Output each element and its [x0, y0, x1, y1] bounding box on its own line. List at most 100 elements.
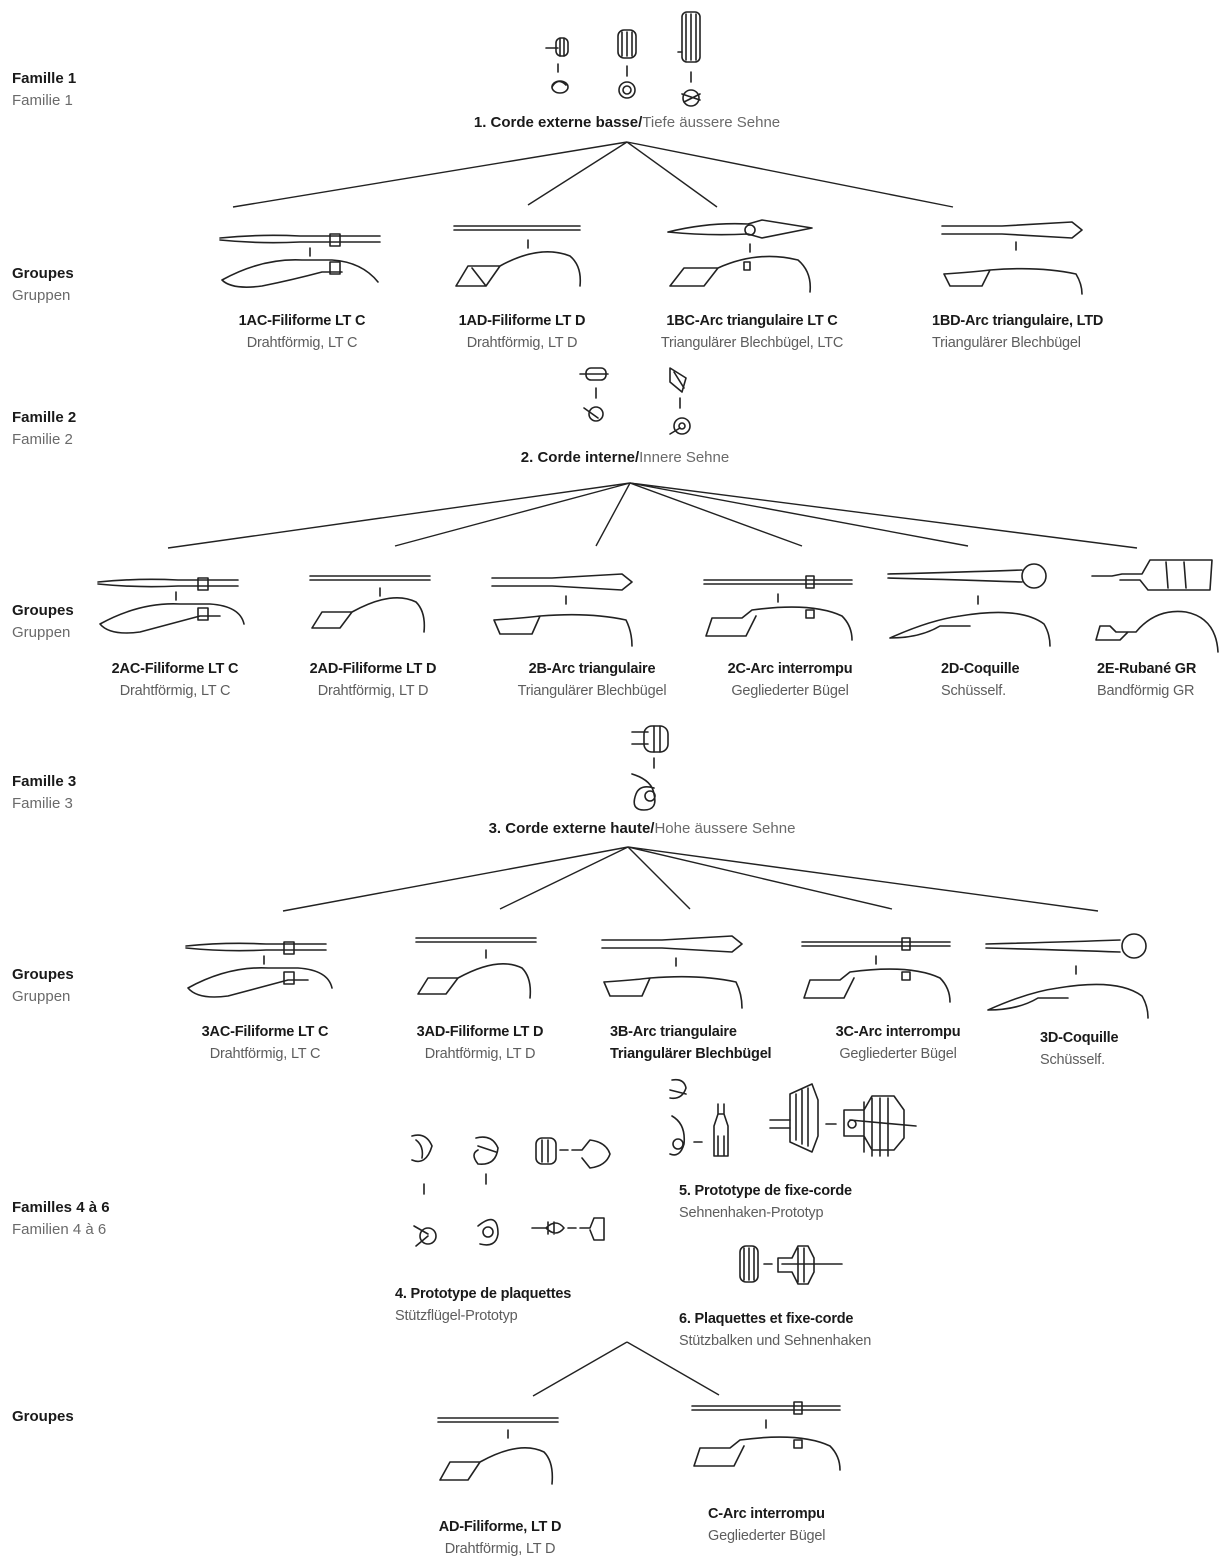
- fibula-triangular-c-drawing: [664, 214, 824, 300]
- side-label-de: Gruppen: [12, 988, 71, 1005]
- fibula-interrupted-drawing: [702, 570, 858, 650]
- fibula-filiform-d-drawing: [450, 218, 590, 298]
- fibula-filiform-d-drawing: [306, 570, 436, 650]
- group-label-de: Drahtförmig, LT C: [119, 683, 231, 699]
- group-label-fr: 3AD-Filiforme LT D: [416, 1024, 544, 1040]
- fibula-interrupted-drawing: [690, 1398, 846, 1478]
- side-label-famille-1: Famille 1 Familie 1: [12, 68, 76, 112]
- group-label-de: Drahtförmig, LT D: [444, 1541, 556, 1557]
- group-label-2ac: 2AC-Filiforme LT C Drahtförmig, LT C: [112, 658, 239, 702]
- family-6-title: 6. Plaquettes et fixe-corde Stützbalken …: [679, 1308, 871, 1352]
- family-4-title: 4. Prototype de plaquettes Stützflügel-P…: [395, 1283, 571, 1327]
- side-label-fr: Famille 3: [12, 773, 77, 790]
- side-label-fr: Familles 4 à 6: [12, 1199, 110, 1216]
- side-label-de: Gruppen: [12, 624, 71, 641]
- family-5-prototype-drawings: [666, 1076, 926, 1176]
- group-label-de: Schüsself.: [941, 683, 1006, 699]
- group-label-de: Triangulärer Blechbügel: [517, 683, 667, 699]
- family-title-fr: 5. Prototype de fixe-corde: [679, 1183, 852, 1199]
- family-1-title: 1. Corde externe basse/Tiefe äussere Seh…: [474, 114, 780, 131]
- group-label-1bc: 1BC-Arc triangulaire LT C Triangulärer Bl…: [661, 310, 843, 354]
- group-label-fr: 2AC-Filiforme LT C: [111, 661, 239, 677]
- spring-coil-icon: [540, 30, 580, 100]
- family-6-drawing: [734, 1240, 854, 1290]
- side-label-groupes-1: Groupes Gruppen: [12, 263, 74, 307]
- side-label-groupes-2: Groupes Gruppen: [12, 600, 74, 644]
- fibula-filiform-c-drawing: [218, 226, 383, 296]
- fibula-filiform-c-drawing: [96, 570, 246, 646]
- side-label-fr: Famille 1: [12, 70, 77, 87]
- family-title-de: Hohe äussere Sehne: [654, 820, 796, 837]
- fibula-triangular-d-drawing: [940, 218, 1090, 298]
- fibula-triangular-drawing: [490, 570, 640, 650]
- group-label-de: Triangulärer Blechbügel: [610, 1046, 772, 1062]
- family-title-de: Sehnenhaken-Prototyp: [679, 1205, 824, 1221]
- group-label-de: Gegliederter Bügel: [731, 683, 849, 699]
- family-title-de: Stützbalken und Sehnenhaken: [679, 1333, 872, 1349]
- group-label-fr: 3AC-Filiforme LT C: [201, 1024, 329, 1040]
- spring-coil-icon: [578, 364, 618, 434]
- group-label-fr: 1AC-Filiforme LT C: [238, 313, 366, 329]
- side-label-fr: Groupes: [12, 602, 74, 619]
- side-label-fr: Groupes: [12, 966, 74, 983]
- spring-coil-icon: [608, 26, 648, 106]
- group-label-de: Triangulärer Blechbügel, LTC: [660, 335, 844, 351]
- fibula-triangular-drawing: [600, 932, 750, 1012]
- side-label-de: Familie 2: [12, 431, 73, 448]
- spring-coil-icon: [628, 724, 678, 814]
- group-label-de: Drahtförmig, LT D: [466, 335, 578, 351]
- fibula-filiform-d-drawing: [434, 1410, 564, 1496]
- side-label-familles-4-6: Familles 4 à 6 Familien 4 à 6: [12, 1197, 110, 1241]
- group-label-fr: 3C-Arc interrompu: [835, 1024, 961, 1040]
- spring-coil-icon: [672, 10, 712, 110]
- side-label-groupes-3: Groupes Gruppen: [12, 964, 74, 1008]
- fibula-interrupted-drawing: [800, 934, 956, 1014]
- family-title-fr: 4. Prototype de plaquettes: [395, 1286, 572, 1302]
- group-label-de: Schüsself.: [1040, 1052, 1105, 1068]
- fibula-shell-drawing: [984, 928, 1154, 1020]
- group-label-fr: 2D-Coquille: [941, 661, 1020, 677]
- side-label-fr: Groupes: [12, 1408, 74, 1425]
- family-2-title: 2. Corde interne/Innere Sehne: [521, 449, 729, 466]
- group-label-de: Gegliederter Bügel: [839, 1046, 957, 1062]
- group-label-ad: AD-Filiforme, LT D Drahtförmig, LT D: [439, 1516, 562, 1560]
- group-label-de: Bandförmig GR: [1097, 683, 1195, 699]
- side-label-famille-2: Famille 2 Familie 2: [12, 407, 76, 451]
- fibula-filiform-d-drawing: [412, 932, 542, 1012]
- group-label-fr: AD-Filiforme, LT D: [438, 1519, 562, 1535]
- group-label-de: Drahtförmig, LT C: [246, 335, 358, 351]
- side-label-famille-3: Famille 3 Familie 3: [12, 771, 76, 815]
- group-label-de: Drahtförmig, LT D: [424, 1046, 536, 1062]
- side-label-de: Gruppen: [12, 287, 71, 304]
- family-title-fr: 2. Corde interne/: [520, 449, 640, 466]
- group-label-de: Triangulärer Blechbügel: [932, 335, 1081, 351]
- group-label-1ac: 1AC-Filiforme LT C Drahtförmig, LT C: [239, 310, 366, 354]
- side-label-groupes-4: Groupes: [12, 1406, 74, 1428]
- group-label-fr: 2B-Arc triangulaire: [528, 661, 656, 677]
- family-title-de: Stützflügel-Prototyp: [395, 1308, 518, 1324]
- group-label-fr: C-Arc interrompu: [708, 1506, 825, 1522]
- group-label-fr: 3B-Arc triangulaire: [610, 1024, 737, 1040]
- family-title-de: Tiefe äussere Sehne: [642, 114, 781, 131]
- spring-coil-icon: [660, 362, 704, 442]
- group-label-fr: 3D-Coquille: [1040, 1030, 1119, 1046]
- group-label-fr: 1BC-Arc triangulaire LT C: [666, 313, 838, 329]
- fibula-ribbon-drawing: [1088, 556, 1227, 653]
- group-label-3ad: 3AD-Filiforme LT D Drahtförmig, LT D: [417, 1021, 544, 1065]
- side-label-fr: Famille 2: [12, 409, 77, 426]
- group-label-de: Gegliederter Bügel: [708, 1528, 826, 1544]
- family-title-de: Innere Sehne: [639, 449, 730, 466]
- family-4-prototype-drawings: [408, 1130, 628, 1260]
